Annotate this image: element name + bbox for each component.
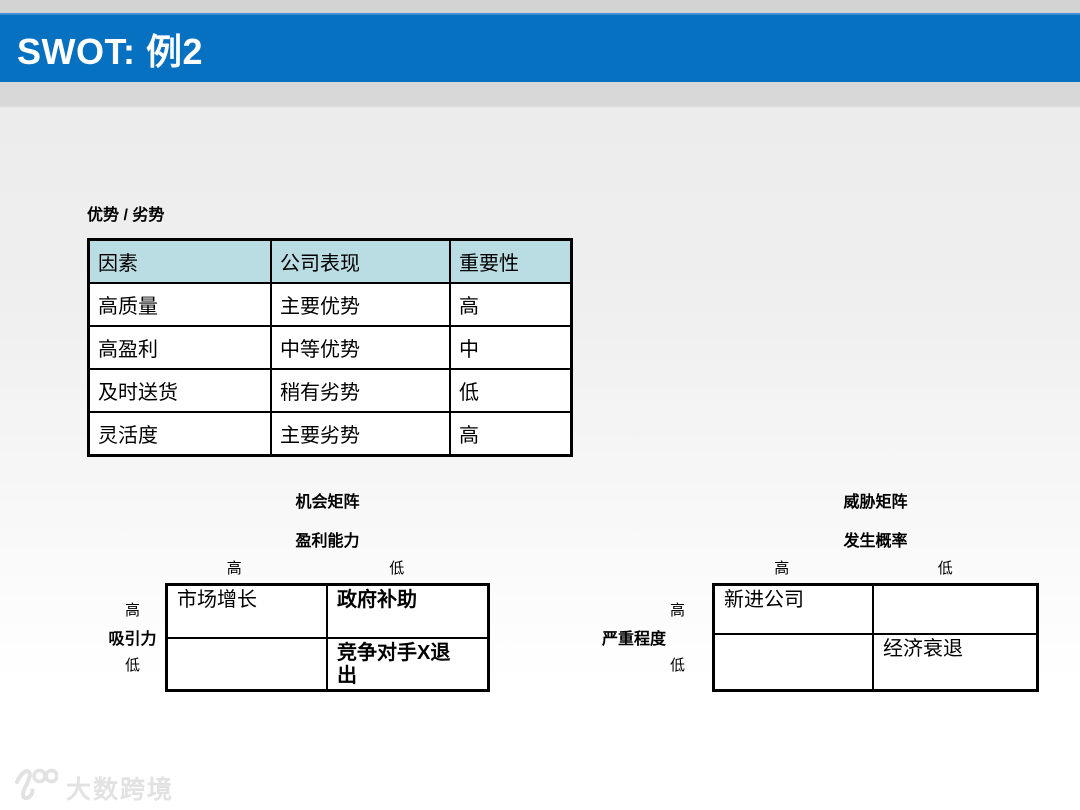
section-label: 优势 / 劣势 [87, 207, 165, 224]
col-ticks: 高 低 [712, 557, 1039, 578]
matrix-cell-bottom-left [715, 635, 874, 689]
matrix-title: 威胁矩阵 [843, 494, 908, 511]
cell-performance: 主要劣势 [271, 412, 451, 454]
row-tick-low: 低 [124, 656, 140, 674]
threat-row-axis: 高 严重程度 低 [600, 581, 712, 692]
matrix-grid: 市场增长 政府补助 竞争对手X退出 [165, 583, 490, 692]
table-row: 高盈利 中等优势 中 [90, 326, 570, 370]
opportunity-row-axis: 高 吸引力 低 [100, 581, 165, 692]
matrix-title: 机会矩阵 [295, 494, 360, 511]
cell-performance: 稍有劣势 [271, 369, 451, 413]
cell-importance: 高 [450, 412, 570, 454]
col-tick-low: 低 [389, 560, 405, 577]
cell-importance: 高 [450, 283, 570, 327]
cell-importance: 中 [450, 326, 570, 370]
cell-factor: 灵活度 [90, 412, 272, 454]
row-tick-low: 低 [669, 656, 685, 674]
matrix-cell-top-right [874, 586, 1036, 635]
col-ticks: 高 低 [165, 557, 490, 578]
cell-importance: 低 [450, 369, 570, 413]
matrix-cell-top-left: 新进公司 [715, 586, 874, 635]
slide-title: SWOT: 例2 [17, 30, 204, 72]
table-header-row: 因素 公司表现 重要性 [90, 241, 570, 284]
threat-matrix-main: 威胁矩阵 发生概率 高 低 新进公司 经济衰退 [712, 488, 1039, 692]
matrix-cell-bottom-right: 经济衰退 [883, 638, 963, 660]
cell-factor: 高质量 [90, 283, 272, 327]
table-row: 及时送货 稍有劣势 低 [90, 369, 570, 413]
watermark-100-logo-icon [12, 766, 59, 809]
row-axis-label: 吸引力 [108, 630, 157, 648]
row-tick-high: 高 [669, 601, 685, 619]
col-axis-label: 发生概率 [843, 533, 908, 550]
watermark-text: 大数跨境 [66, 775, 175, 804]
cell-performance: 中等优势 [271, 326, 451, 370]
threat-matrix: 高 严重程度 低 威胁矩阵 发生概率 高 低 新进公司 经济衰退 [600, 488, 1039, 692]
table-row: 灵活度 主要劣势 高 [90, 412, 570, 454]
col-tick-low: 低 [937, 560, 953, 577]
table-row: 高质量 主要优势 高 [90, 283, 570, 327]
cell-performance: 主要优势 [271, 283, 451, 327]
header-cell-factor: 因素 [90, 241, 272, 284]
title-bar: SWOT: 例2 [0, 13, 1080, 82]
watermark: 大数跨境 [12, 766, 174, 809]
row-axis-label: 严重程度 [601, 630, 666, 648]
matrix-cell-top-right: 政府补助 [328, 586, 487, 639]
row-tick-high: 高 [124, 601, 140, 619]
matrix-cell-bottom-left [168, 639, 328, 689]
matrix-cell-top-left: 市场增长 [168, 586, 328, 639]
cell-factor: 及时送货 [90, 369, 272, 413]
cell-factor: 高盈利 [90, 326, 272, 370]
top-strip [0, 0, 1080, 13]
factor-table: 因素 公司表现 重要性 高质量 主要优势 高 高盈利 中等优势 中 及时送货 [87, 238, 573, 457]
matrix-cell-bottom-right: 竞争对手X退出 [337, 642, 451, 687]
col-tick-high: 高 [774, 560, 790, 577]
col-tick-high: 高 [226, 560, 242, 577]
header-cell-importance: 重要性 [450, 241, 570, 284]
col-axis-label: 盈利能力 [295, 533, 360, 550]
opportunity-matrix-main: 机会矩阵 盈利能力 高 低 市场增长 政府补助 竞争对手X退出 [165, 488, 490, 692]
opportunity-matrix: 高 吸引力 低 机会矩阵 盈利能力 高 低 市场增长 政府补助 竞争对手X退出 [100, 488, 490, 692]
matrix-grid: 新进公司 经济衰退 [712, 583, 1039, 692]
header-cell-performance: 公司表现 [271, 241, 451, 284]
